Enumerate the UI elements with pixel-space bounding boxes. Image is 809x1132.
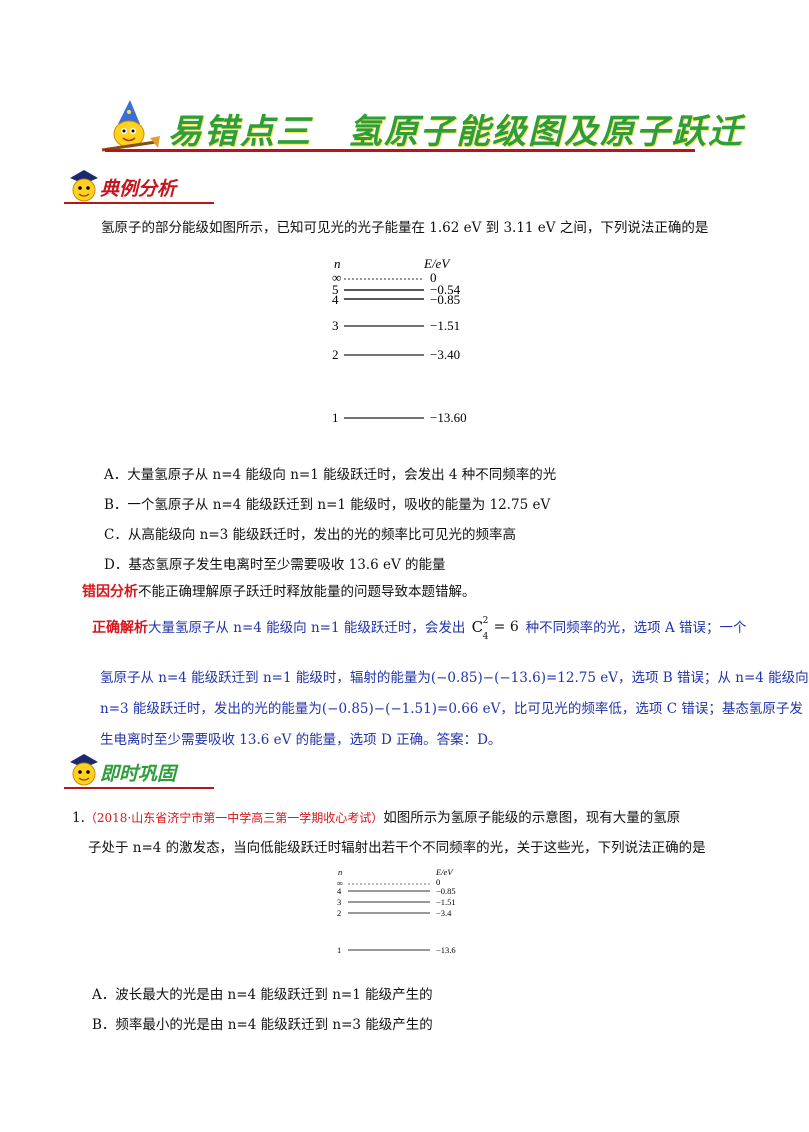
question-1-option-b: B．频率最小的光是由 n=4 能级跃迁到 n=3 能级产生的 (92, 1017, 433, 1033)
comb-sub: 4 (482, 631, 489, 642)
solution-line-3: n=3 能级跃迁时，发出的光的能量为(−0.85)−(−1.51)=0.66 e… (100, 701, 803, 717)
level-e: −0.54 (430, 282, 461, 297)
error-analysis-text: 不能正确理解原子跃迁时释放能量的问题导致本题错解。 (138, 584, 476, 600)
level-n: 3 (337, 897, 341, 907)
wizard-mascot-icon (101, 100, 160, 152)
student-mascot-icon (70, 170, 98, 202)
energy-level-diagram: n E/eV ∞ 0 5 −0.54 4 −0.85 3 −1.51 2 −3.… (332, 256, 467, 425)
level-e: −0.85 (436, 886, 456, 896)
diagram-n-label: n (338, 867, 342, 877)
option-b: B．一个氢原子从 n=4 能级跃迁到 n=1 能级时，吸收的能量为 12.75 … (104, 497, 551, 513)
option-d: D．基态氢原子发生电离时至少需要吸收 13.6 eV 的能量 (104, 557, 446, 573)
comb-sup: 2 (482, 615, 489, 626)
solution-line-1: 正确解析大量氢原子从 n=4 能级向 n=1 能级跃迁时，会发出 C 2 4 =… (92, 616, 747, 642)
question-1-line-1: 1.（2018·山东省济宁市第一中学高三第一学期收心考试）如图所示为氢原子能级的… (72, 808, 680, 828)
diagram-e-label: E/eV (423, 256, 451, 271)
question-source: （2018·山东省济宁市第一中学高三第一学期收心考试） (84, 811, 384, 825)
level-n: 2 (332, 347, 339, 362)
error-analysis: 错因分析不能正确理解原子跃迁时释放能量的问题导致本题错解。 (82, 582, 476, 602)
error-analysis-label: 错因分析 (82, 584, 138, 600)
question-stem: 氢原子的部分能级如图所示，已知可见光的光子能量在 1.62 eV 到 3.11 … (101, 220, 709, 236)
level-e: −13.6 (436, 945, 456, 955)
level-e: −13.60 (430, 410, 467, 425)
question-number: 1. (72, 810, 85, 826)
question-1-option-a: A．波长最大的光是由 n=4 能级跃迁到 n=1 能级产生的 (92, 987, 433, 1003)
section-label-practice: 即时巩固 (100, 763, 177, 785)
question-1-line-2: 子处于 n=4 的激发态，当向低能级跃迁时辐射出若干个不同频率的光，关于这些光，… (88, 840, 706, 856)
section-label-example: 典例分析 (100, 178, 177, 200)
level-n: 1 (332, 410, 339, 425)
solution-line-2: 氢原子从 n=4 能级跃迁到 n=1 能级时，辐射的能量为(−0.85)−(−1… (100, 670, 809, 686)
level-e: −1.51 (430, 318, 460, 333)
student-mascot-icon (70, 754, 98, 786)
diagram-n-label: n (334, 256, 341, 271)
level-n: 3 (332, 318, 339, 333)
level-n: 5 (332, 282, 339, 297)
level-n: 4 (332, 292, 339, 307)
title-underline (105, 149, 695, 152)
comb-base: C (471, 617, 484, 636)
level-n: 1 (337, 945, 341, 955)
option-c: C．从高能级向 n=3 能级跃迁时，发出的光的频率比可见光的频率高 (104, 527, 517, 543)
combination-formula: C 2 4 = 6 (470, 616, 526, 642)
level-n: 4 (337, 886, 342, 896)
energy-level-diagram-small: n E/eV ∞ 0 4 −0.85 3 −1.51 2 −3.4 1 −13.… (337, 867, 456, 955)
level-n: 2 (337, 908, 341, 918)
page-title: 易错点三 氢原子能级图及原子跃迁 (168, 112, 744, 152)
level-e: 0 (436, 877, 440, 887)
level-e: −3.4 (436, 908, 452, 918)
comb-eq: = 6 (493, 618, 519, 635)
solution-text-a: 大量氢原子从 n=4 能级向 n=1 能级跃迁时，会发出 (148, 620, 466, 636)
level-n: ∞ (337, 878, 343, 888)
section-divider (64, 202, 214, 204)
level-e: −3.40 (430, 347, 460, 362)
option-a: A．大量氢原子从 n=4 能级向 n=1 能级跃迁时，会发出 4 种不同频率的光 (104, 467, 557, 483)
section-divider (64, 787, 214, 789)
level-e: 0 (430, 270, 437, 285)
level-n: ∞ (332, 270, 341, 285)
solution-line-4: 生电离时至少需要吸收 13.6 eV 的能量，选项 D 正确。答案：D。 (100, 732, 502, 748)
question-1-text: 如图所示为氢原子能级的示意图，现有大量的氢原 (383, 810, 681, 826)
solution-text-b: 种不同频率的光，选项 A 错误；一个 (525, 620, 747, 636)
level-e: −0.85 (430, 292, 460, 307)
solution-label: 正确解析 (92, 620, 148, 636)
diagram-e-label: E/eV (435, 867, 454, 877)
level-e: −1.51 (436, 897, 456, 907)
